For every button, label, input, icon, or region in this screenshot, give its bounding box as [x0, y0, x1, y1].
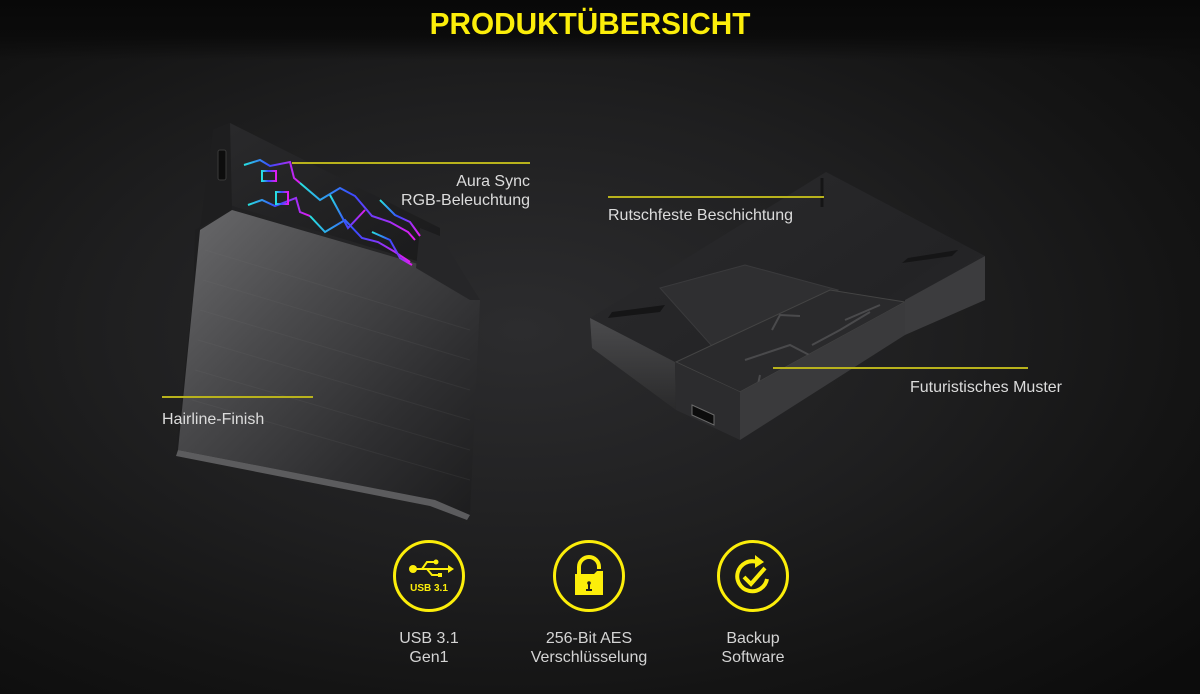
callout-aura-line1: Aura Sync — [456, 173, 530, 190]
callout-aura-line2: RGB-Beleuchtung — [401, 192, 530, 209]
feature-usb: USB 3.1 USB 3.1 Gen1 — [339, 540, 519, 667]
lock-icon — [575, 555, 603, 595]
page-title: PRODUKTÜBERSICHT — [429, 6, 751, 41]
right-drive-image — [590, 172, 985, 440]
feature-backup: Backup Software — [663, 540, 843, 667]
svg-text:USB 3.1: USB 3.1 — [410, 583, 448, 594]
callout-line-hairline — [162, 396, 313, 398]
left-drive-image — [176, 123, 480, 520]
feature-backup-line2: Software — [721, 649, 785, 666]
callout-aura-sync: Aura Sync RGB-Beleuchtung — [330, 172, 530, 210]
header-band — [0, 0, 1200, 60]
callout-rutschfeste-beschichtung: Rutschfeste Beschichtung — [608, 207, 793, 224]
feature-encryption: 256-Bit AES Verschlüsselung — [499, 540, 679, 667]
usb-icon-ring: USB 3.1 — [393, 540, 465, 612]
feature-encryption-line1: 256-Bit AES — [545, 630, 633, 647]
backup-icon-ring — [717, 540, 789, 612]
feature-usb-line2: Gen1 — [409, 649, 449, 666]
backup-check-icon — [735, 555, 769, 594]
feature-backup-line1: Backup — [726, 630, 780, 647]
feature-encryption-line2: Verschlüsselung — [530, 649, 648, 666]
callout-line-rutschfest — [608, 196, 824, 198]
callout-hairline-finish: Hairline-Finish — [162, 411, 265, 428]
callout-line-futuristic — [773, 367, 1028, 369]
lock-icon-ring — [553, 540, 625, 612]
feature-usb-line1: USB 3.1 — [399, 630, 459, 647]
callout-futuristisches-muster: Futuristisches Muster — [909, 379, 1062, 396]
usb-icon: USB 3.1 — [409, 559, 454, 594]
callout-line-aura — [292, 162, 530, 164]
